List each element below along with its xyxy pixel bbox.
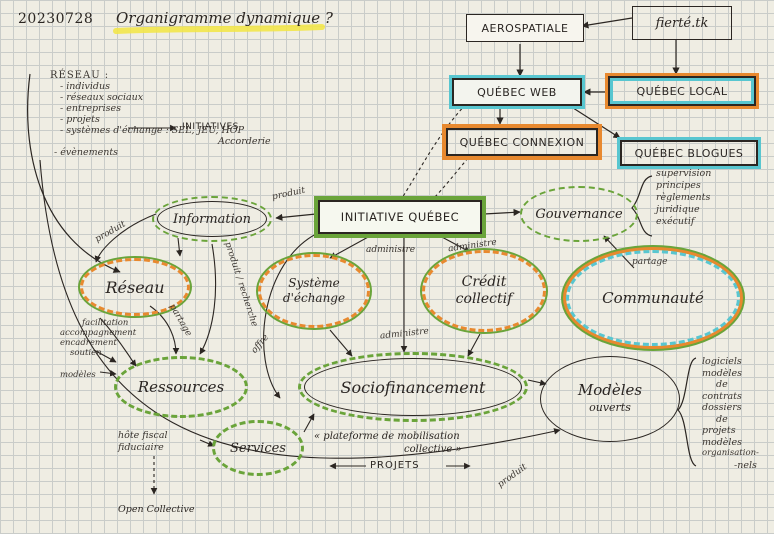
node-communaute-label: Communauté	[602, 289, 704, 307]
node-systeme-label-1: Système	[288, 276, 340, 290]
modeles-item: de	[716, 379, 728, 390]
edge-label-produit-recherche: produit / recherche	[222, 240, 260, 328]
gouvernance-list: supervision principes règlements juridiq…	[656, 168, 711, 228]
edge-label-produit-bottom: produit	[495, 462, 529, 490]
reseau-note-item: - réseaux sociaux	[60, 92, 144, 103]
box-initiative-quebec: INITIATIVE QUÉBEC	[318, 200, 482, 234]
node-communaute: Communauté	[566, 250, 740, 346]
modeles-item: organisation-	[702, 448, 759, 458]
reseau-note: RÉSEAU : - individus - réseaux sociaux -…	[50, 70, 271, 158]
modeles-item: logiciels	[702, 356, 742, 367]
node-gouvernance: Gouvernance	[520, 186, 638, 242]
node-sociofinancement-label: Sociofinancement	[340, 377, 486, 397]
node-modeles-ouverts: Modèles ouverts	[540, 356, 680, 442]
ressources-item: modèles	[60, 370, 96, 380]
diagram-title: Organigramme dynamique ?	[116, 9, 333, 27]
modeles-item: dossiers	[702, 402, 742, 413]
node-modeles-label-1: Modèles	[577, 381, 643, 399]
ressources-item: soutien	[70, 348, 102, 358]
reseau-note-item: - évènements	[54, 147, 119, 158]
modeles-item: -nels	[734, 459, 757, 471]
modeles-item: contrats	[702, 390, 742, 402]
edge-label-partage: partage	[166, 302, 194, 339]
box-aerospatiale: AEROSPATIALE	[466, 14, 584, 42]
gouvernance-item: exécutif	[656, 216, 695, 227]
node-credit-collectif: Crédit collectif	[422, 250, 546, 332]
gouvernance-item: supervision	[656, 168, 712, 179]
fiduciaire-label: fiduciaire	[118, 442, 164, 453]
box-quebec-web: QUÉBEC WEB	[452, 78, 582, 106]
modeles-item: modèles	[702, 436, 742, 448]
node-services-label: Services	[230, 440, 286, 456]
gouvernance-item: règlements	[656, 192, 711, 203]
node-information: Information	[152, 196, 272, 242]
box-quebec-blogues: QUÉBEC BLOGUES	[620, 140, 758, 166]
edge-label-offre: offre	[249, 332, 272, 356]
services-notes: hôte fiscal fiduciaire	[118, 430, 168, 454]
node-credit-label-2: collectif	[455, 291, 513, 307]
modeles-item: de	[716, 413, 728, 425]
reseau-note-heading: RÉSEAU :	[50, 70, 110, 81]
node-services: Services	[212, 420, 304, 476]
edge-label-administre-3: administre	[379, 326, 430, 342]
reseau-note-item: - entreprises	[60, 103, 121, 114]
ressources-item: encadrement	[60, 338, 117, 348]
edge-label-administre-1: administre	[366, 245, 416, 255]
collective-label: collective »	[404, 444, 462, 455]
ressources-item: accompagnement	[60, 328, 137, 338]
date-label: 20230728	[18, 11, 94, 27]
open-collective-label: Open Collective	[118, 504, 195, 515]
node-credit-label-1: Crédit	[461, 274, 507, 290]
node-sociofinancement: Sociofinancement	[298, 352, 528, 422]
node-systeme-label-2: d'échange	[282, 291, 346, 305]
node-reseau-label: Réseau	[105, 277, 165, 297]
box-quebec-local: QUÉBEC LOCAL	[608, 76, 756, 106]
node-ressources-label: Ressources	[137, 378, 225, 396]
initiatives-label: INITIATIVES	[182, 122, 239, 132]
modeles-item: projets	[702, 425, 736, 436]
reseau-note-item: - systèmes d'échange : SEL, JEU, HOP	[60, 125, 244, 136]
node-ressources: Ressources	[114, 356, 248, 418]
modeles-list: logiciels modèles de contrats dossiers d…	[702, 356, 759, 471]
node-systeme-echange: Système d'échange	[258, 254, 370, 328]
gouvernance-item: principes	[656, 180, 701, 191]
node-reseau: Réseau	[80, 258, 190, 316]
ressources-list: facilitation accompagnement encadrement …	[60, 318, 136, 380]
reseau-note-item: - individus	[60, 81, 110, 92]
plateforme-label: « plateforme de mobilisation	[314, 431, 460, 442]
ressources-item: facilitation	[82, 318, 129, 328]
gouvernance-item: juridique	[656, 204, 700, 215]
node-gouvernance-label: Gouvernance	[535, 206, 623, 222]
node-modeles-label-2: ouverts	[589, 401, 631, 414]
hote-fiscal-label: hôte fiscal	[118, 430, 168, 441]
reseau-note-item: - projets	[60, 114, 100, 125]
modeles-item: modèles	[702, 367, 742, 379]
edge-label-produit-left: produit	[93, 219, 128, 245]
edge-label-partage-right: partage	[632, 257, 668, 267]
box-fierte: fierté.tk	[632, 6, 732, 40]
edge-label-produit-top: produit	[271, 185, 307, 203]
reseau-note-item: Accorderie	[218, 136, 271, 147]
projets-label: PROJETS	[370, 460, 420, 471]
box-quebec-connexion: QUÉBEC CONNEXION	[446, 128, 598, 156]
node-information-label: Information	[172, 211, 252, 227]
